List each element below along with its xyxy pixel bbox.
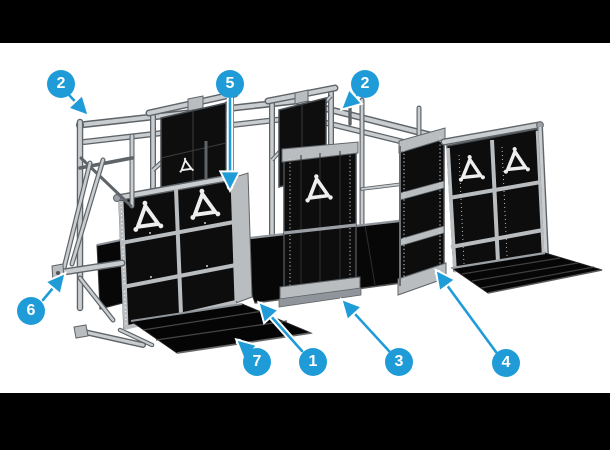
side-wall (440, 121, 549, 273)
arrow-6 (41, 276, 63, 302)
center-column (278, 141, 362, 308)
callout-5: 5 (216, 70, 244, 98)
arrow-4 (438, 273, 498, 354)
callout-3: 3 (385, 348, 413, 376)
front-barrier-wall (113, 172, 253, 330)
arrow-1 (261, 305, 304, 353)
arrow-3 (344, 302, 391, 353)
callout-2-right: 2 (351, 70, 379, 98)
arrow-2-right (344, 96, 356, 107)
arrow-7 (239, 342, 249, 351)
arrow-2-left (69, 95, 86, 113)
letterbox-top (0, 0, 610, 43)
callout-1: 1 (299, 348, 327, 376)
callout-6: 6 (17, 297, 45, 325)
side-kick-ramp (450, 251, 603, 294)
letterbox-bottom (0, 393, 610, 450)
callout-arrows (39, 95, 500, 354)
callout-2-left: 2 (47, 70, 75, 98)
callout-7: 7 (243, 348, 271, 376)
corner-column (397, 127, 447, 296)
callout-4: 4 (492, 349, 520, 377)
